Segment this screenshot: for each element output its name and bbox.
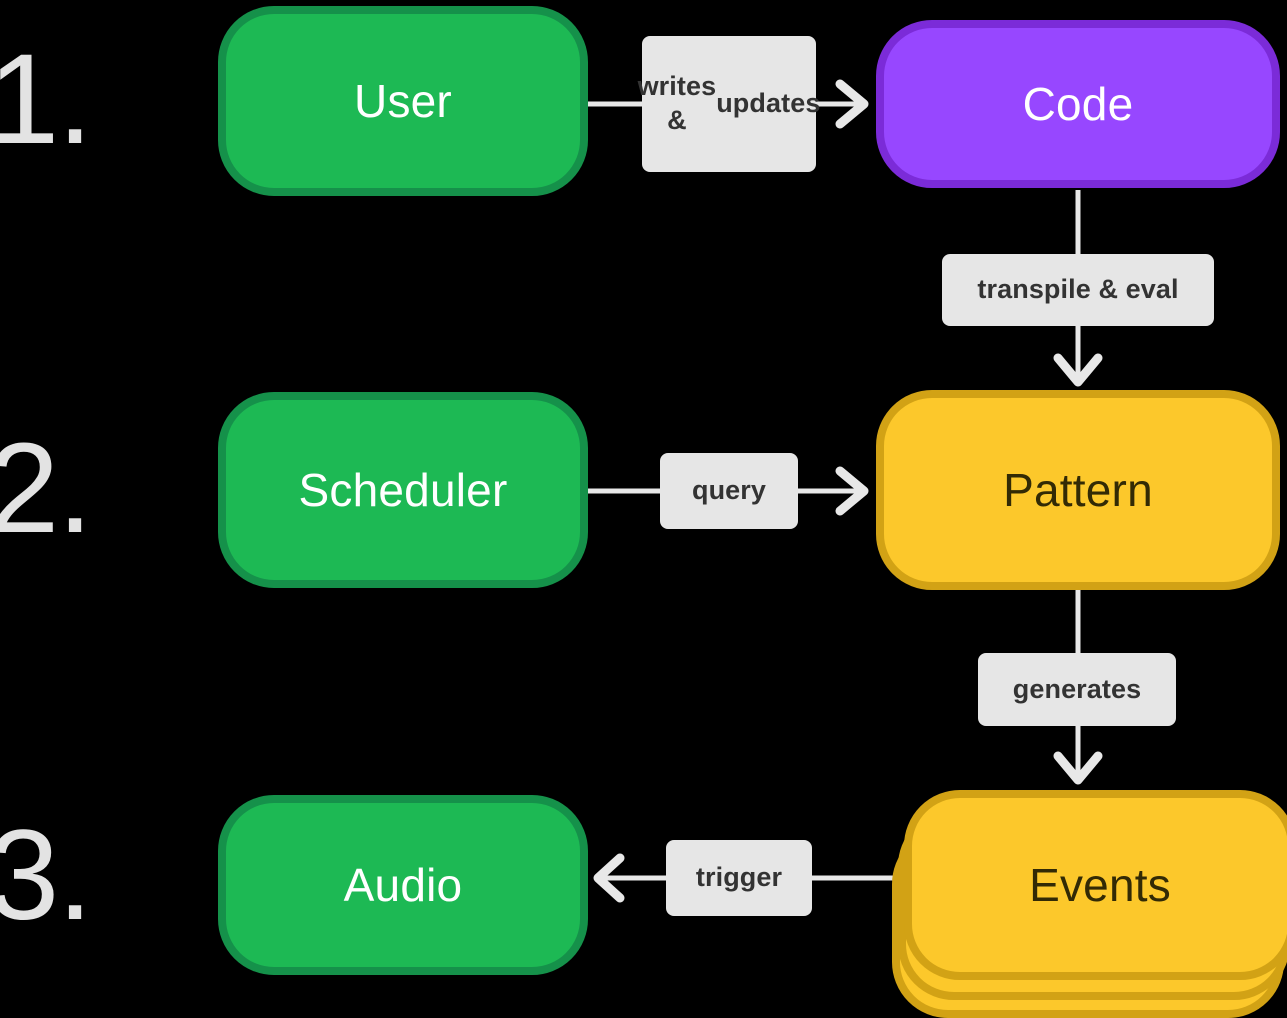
- step-number-2: 2.: [0, 417, 93, 560]
- edge-label-writes-updates-line2: updates: [716, 88, 821, 119]
- node-pattern-label: Pattern: [1003, 463, 1153, 516]
- edge-label-query: query: [660, 453, 798, 529]
- node-code-label: Code: [1022, 77, 1134, 130]
- arrow-head-code-pattern: [1053, 353, 1103, 387]
- step-number-1: 1.: [0, 28, 93, 171]
- edge-label-query-text: query: [691, 475, 767, 506]
- arrow-head-scheduler-pattern: [835, 466, 869, 516]
- node-user[interactable]: User: [218, 6, 588, 196]
- node-scheduler-label: Scheduler: [298, 463, 508, 516]
- arrow-head-user-code: [835, 79, 869, 129]
- node-user-label: User: [354, 74, 452, 127]
- node-audio[interactable]: Audio: [218, 795, 588, 975]
- arrow-head-pattern-events: [1053, 751, 1103, 785]
- node-pattern[interactable]: Pattern: [876, 390, 1280, 590]
- edge-label-writes-updates-line1: writes &: [637, 71, 717, 135]
- node-events-label: Events: [1029, 858, 1171, 911]
- arrow-head-events-audio: [593, 853, 625, 903]
- edge-label-trigger-text: trigger: [695, 862, 783, 893]
- step-number-3: 3.: [0, 804, 93, 947]
- node-code[interactable]: Code: [876, 20, 1280, 188]
- node-scheduler[interactable]: Scheduler: [218, 392, 588, 588]
- edge-label-transpile-eval: transpile & eval: [942, 254, 1214, 326]
- edge-label-generates-text: generates: [1012, 673, 1142, 704]
- node-audio-label: Audio: [343, 858, 463, 911]
- node-events[interactable]: Events: [904, 790, 1287, 980]
- edge-label-generates: generates: [978, 653, 1176, 726]
- edge-label-transpile-eval-text: transpile & eval: [977, 274, 1179, 305]
- edge-label-trigger: trigger: [666, 840, 812, 916]
- edge-label-writes-updates: writes & updates: [638, 36, 820, 172]
